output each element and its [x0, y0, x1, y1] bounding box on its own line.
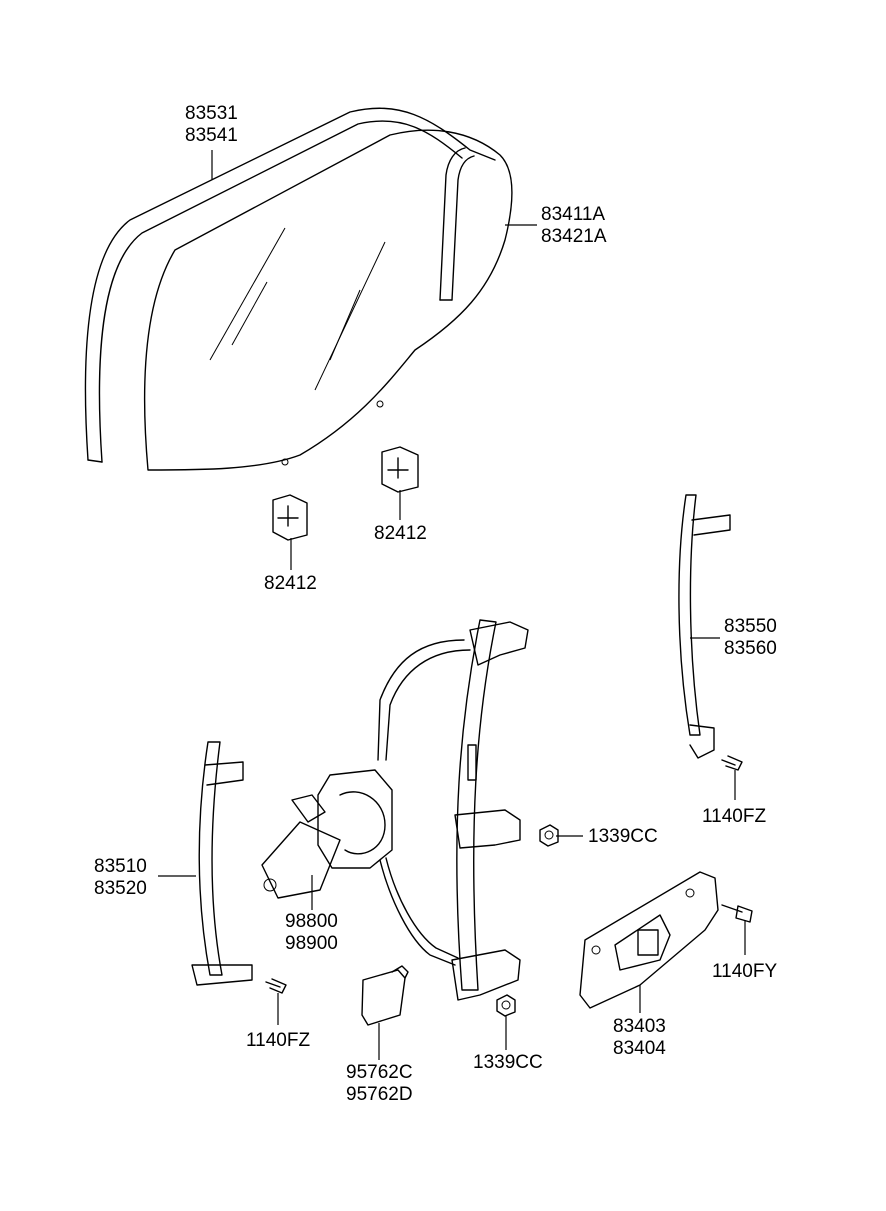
part-number: 83560: [724, 638, 777, 659]
bracket: [579, 871, 719, 1009]
part-number: 1140FZ: [702, 806, 767, 827]
callout-nut-lower: 1339CC: [473, 1052, 543, 1074]
callout-nut-upper: 1339CC: [588, 826, 658, 848]
part-number: 83411A: [541, 204, 606, 225]
part-number: 83404: [613, 1038, 666, 1059]
callout-rear-channel: 83550 83560: [724, 616, 777, 660]
bolt-1140FZ-right: [721, 755, 743, 771]
callout-bracket: 83403 83404: [613, 1016, 666, 1060]
leader-lines: [158, 150, 746, 1060]
part-number: 98800: [285, 911, 338, 932]
part-number: 83550: [724, 616, 777, 637]
bolt-1140FY: [721, 904, 753, 923]
part-number: 83531: [185, 103, 238, 124]
part-number: 98900: [285, 933, 338, 954]
callout-motor: 98800 98900: [285, 911, 338, 955]
module: [361, 965, 409, 1026]
window-regulator: [377, 619, 529, 1001]
part-number: 83510: [94, 856, 147, 877]
part-number: 83421A: [541, 226, 607, 247]
part-number: 95762D: [346, 1084, 413, 1105]
part-number: 1339CC: [588, 826, 658, 847]
callout-door-glass: 83411A 83421A: [541, 204, 607, 248]
part-number: 95762C: [346, 1062, 413, 1083]
part-number: 1140FY: [712, 961, 778, 982]
part-number: 83541: [185, 125, 238, 146]
callout-bolt-fy: 1140FY: [712, 961, 777, 983]
callout-clip-left: 82412: [264, 573, 317, 595]
motor-assembly: [261, 769, 393, 899]
callout-bolt-right: 1140FZ: [702, 806, 766, 828]
callout-glass-run: 83531 83541: [185, 103, 238, 147]
bolt-1140FZ-left: [265, 978, 287, 994]
door-glass: [143, 129, 513, 471]
part-number: 1339CC: [473, 1052, 543, 1073]
part-number: 83520: [94, 878, 147, 899]
rear-channel: [678, 494, 731, 759]
glass-run-channel: [84, 107, 496, 463]
callout-clip-right: 82412: [374, 523, 427, 545]
nut-1339CC-lower: [496, 994, 516, 1017]
front-channel: [191, 741, 253, 986]
part-number: 83403: [613, 1016, 666, 1037]
part-number: 82412: [264, 573, 317, 594]
part-number: 1140FZ: [246, 1030, 311, 1051]
nut-1339CC-upper: [539, 824, 559, 847]
callout-front-channel: 83510 83520: [94, 856, 147, 900]
callout-bolt-left: 1140FZ: [246, 1030, 310, 1052]
clip-82412-left: [272, 494, 308, 541]
clip-82412-right: [381, 446, 419, 493]
callout-module: 95762C 95762D: [346, 1062, 413, 1106]
part-number: 82412: [374, 523, 427, 544]
